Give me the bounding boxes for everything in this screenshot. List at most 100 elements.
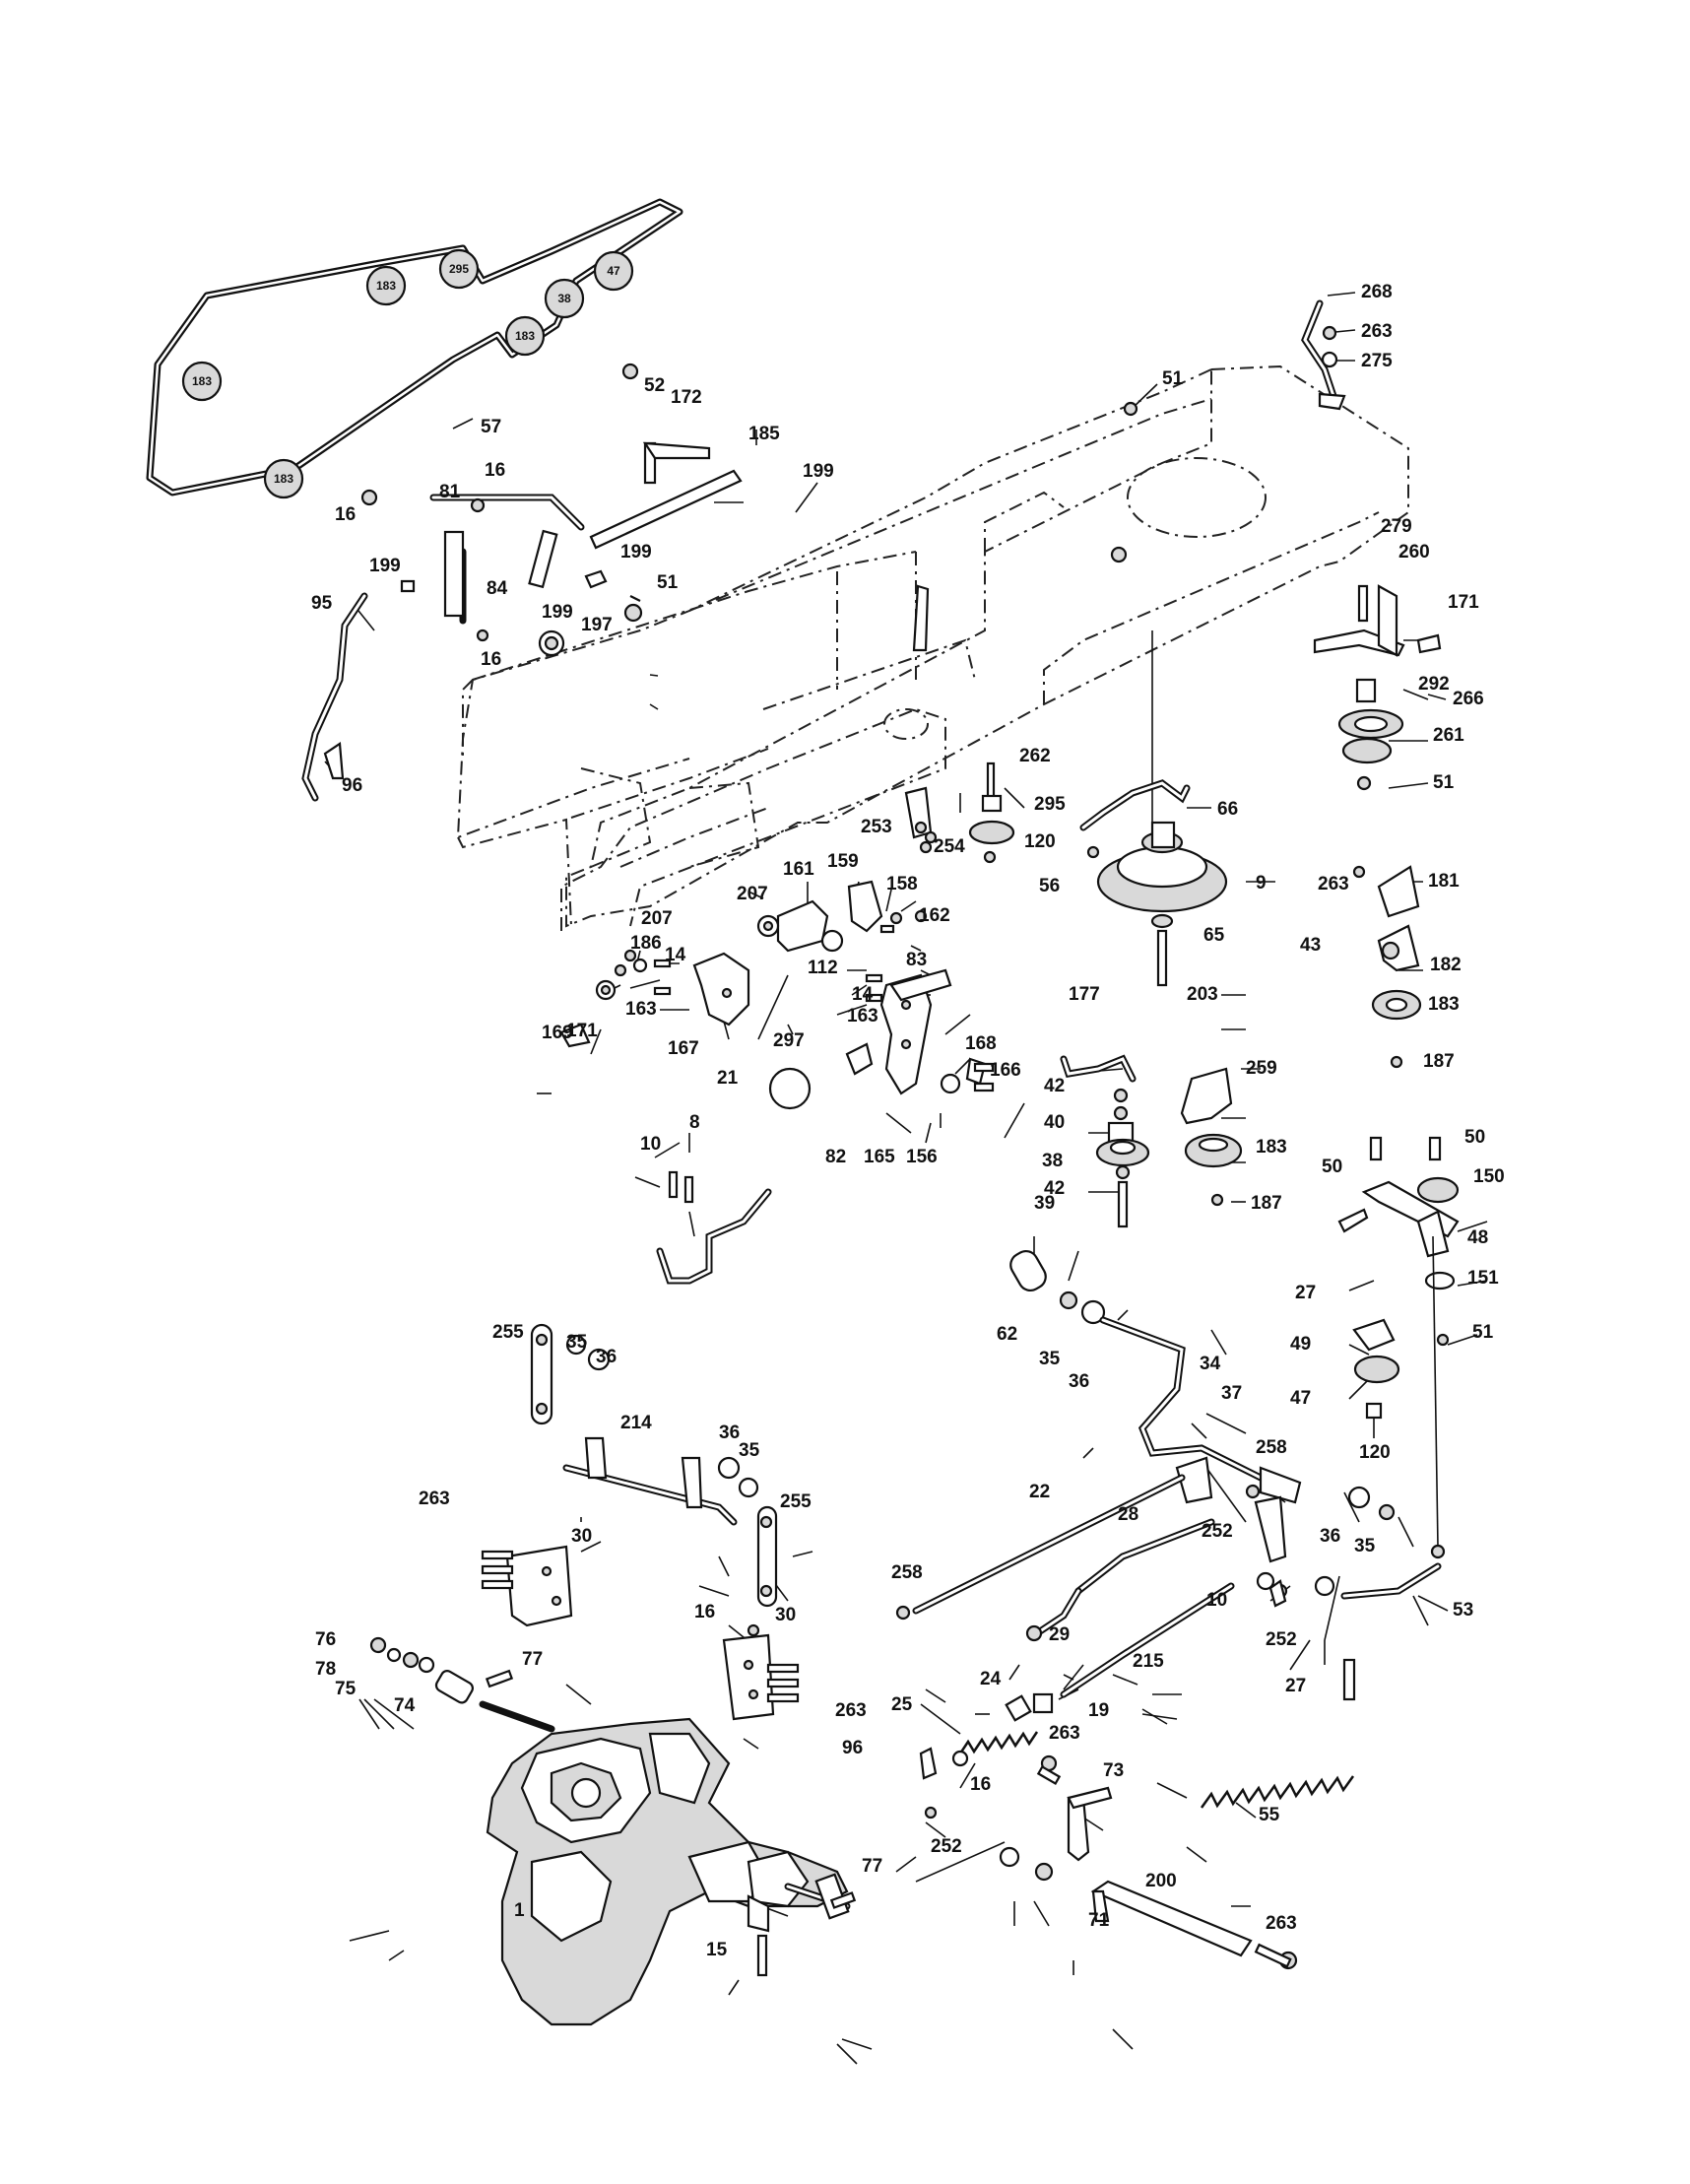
callout-263: 263	[1049, 1723, 1080, 1744]
callout-36: 36	[1069, 1371, 1089, 1392]
idler-bracket-48	[1337, 1136, 1460, 1559]
callout-120: 120	[1024, 831, 1056, 852]
callout-36: 36	[719, 1423, 740, 1443]
callout-254: 254	[934, 836, 965, 857]
callout-252: 252	[1266, 1629, 1297, 1650]
callout-35: 35	[566, 1332, 588, 1353]
callout-30: 30	[775, 1605, 796, 1625]
callout-51: 51	[1433, 772, 1455, 793]
callout-171: 171	[566, 1021, 598, 1041]
callout-199: 199	[803, 461, 834, 482]
callout-83: 83	[906, 950, 927, 970]
callout-275: 275	[1361, 351, 1393, 371]
callout-295: 295	[1034, 794, 1066, 815]
spring-25	[958, 1692, 1054, 1754]
callout-50: 50	[1464, 1127, 1485, 1148]
callout-14: 14	[852, 984, 874, 1005]
callout-252: 252	[931, 1836, 962, 1857]
callout-258: 258	[1256, 1437, 1287, 1458]
pulley-label: 183	[376, 279, 396, 293]
callout-15: 15	[706, 1940, 728, 1960]
callout-162: 162	[919, 905, 950, 926]
callout-166: 166	[990, 1060, 1021, 1081]
callout-52: 52	[644, 375, 665, 396]
callout-14: 14	[665, 945, 686, 965]
rod-95	[301, 592, 368, 802]
callout-19: 19	[1088, 1700, 1109, 1721]
callout-150: 150	[1473, 1166, 1505, 1187]
callout-51: 51	[1472, 1322, 1494, 1343]
callout-261: 261	[1433, 725, 1464, 746]
callout-158: 158	[886, 874, 918, 894]
callout-57: 57	[481, 417, 501, 437]
callout-203: 203	[1187, 984, 1218, 1005]
callout-182: 182	[1430, 955, 1462, 975]
callout-16: 16	[481, 649, 501, 670]
callout-9: 9	[1256, 873, 1267, 893]
callout-187: 187	[1251, 1193, 1282, 1214]
callout-168: 168	[965, 1033, 997, 1054]
callout-268: 268	[1361, 282, 1393, 302]
callout-39: 39	[1034, 1193, 1055, 1214]
callout-207: 207	[641, 908, 673, 929]
callout-42: 42	[1044, 1076, 1065, 1096]
callout-255: 255	[492, 1322, 524, 1343]
callout-56: 56	[1039, 876, 1060, 896]
callout-95: 95	[311, 593, 333, 614]
axle-brackets-30	[481, 1545, 800, 1721]
callout-169: 169	[542, 1023, 573, 1043]
callout-199: 199	[542, 602, 573, 623]
callout-187: 187	[1423, 1051, 1455, 1072]
callout-49: 49	[1290, 1334, 1311, 1355]
clutch-linkage-upper	[360, 363, 1138, 657]
callout-159: 159	[827, 851, 859, 872]
callout-163: 163	[625, 999, 657, 1020]
callout-82: 82	[825, 1147, 846, 1167]
callout-75: 75	[335, 1679, 357, 1699]
callout-29: 29	[1049, 1624, 1070, 1645]
callout-263: 263	[419, 1489, 450, 1509]
clips-252	[919, 1747, 969, 1820]
pulley-stack-38	[1060, 1054, 1150, 1228]
callout-181: 181	[1428, 871, 1460, 892]
callout-71: 71	[1088, 1910, 1110, 1931]
washer-stack-74	[369, 1636, 514, 1704]
callout-73: 73	[1103, 1760, 1124, 1781]
callout-199: 199	[620, 542, 652, 563]
control-rods	[895, 1474, 1442, 1701]
callout-297: 297	[773, 1030, 805, 1051]
callout-171: 171	[1448, 592, 1479, 613]
callout-259: 259	[1246, 1058, 1277, 1079]
callout-74: 74	[394, 1695, 416, 1716]
callout-40: 40	[1044, 1112, 1065, 1133]
callout-10: 10	[640, 1134, 661, 1155]
callout-25: 25	[891, 1694, 913, 1715]
callout-161: 161	[783, 859, 814, 880]
callout-34: 34	[1200, 1354, 1221, 1374]
callout-37: 37	[1221, 1383, 1242, 1404]
callout-48: 48	[1467, 1227, 1488, 1248]
callout-260: 260	[1398, 542, 1430, 563]
callout-263: 263	[1361, 321, 1393, 342]
callout-258: 258	[891, 1562, 923, 1583]
callout-47: 47	[1290, 1388, 1311, 1409]
callout-8: 8	[689, 1112, 700, 1133]
callout-51: 51	[1162, 368, 1184, 389]
frame-side-panels	[472, 551, 917, 868]
callout-167: 167	[668, 1038, 699, 1059]
callout-35: 35	[739, 1440, 760, 1461]
callout-77: 77	[522, 1649, 543, 1670]
cross-shaft-214	[530, 1323, 778, 1608]
brake-bracket-71	[999, 1754, 1298, 1970]
callout-120: 120	[1359, 1442, 1391, 1463]
callout-151: 151	[1467, 1268, 1499, 1289]
callout-266: 266	[1453, 689, 1484, 709]
callout-16: 16	[970, 1774, 991, 1795]
callout-16: 16	[335, 504, 356, 525]
callout-165: 165	[864, 1147, 895, 1167]
callout-81: 81	[439, 482, 461, 502]
callout-263: 263	[835, 1700, 867, 1721]
callout-51: 51	[657, 572, 679, 593]
callout-177: 177	[1069, 984, 1100, 1005]
callout-253: 253	[861, 817, 892, 837]
